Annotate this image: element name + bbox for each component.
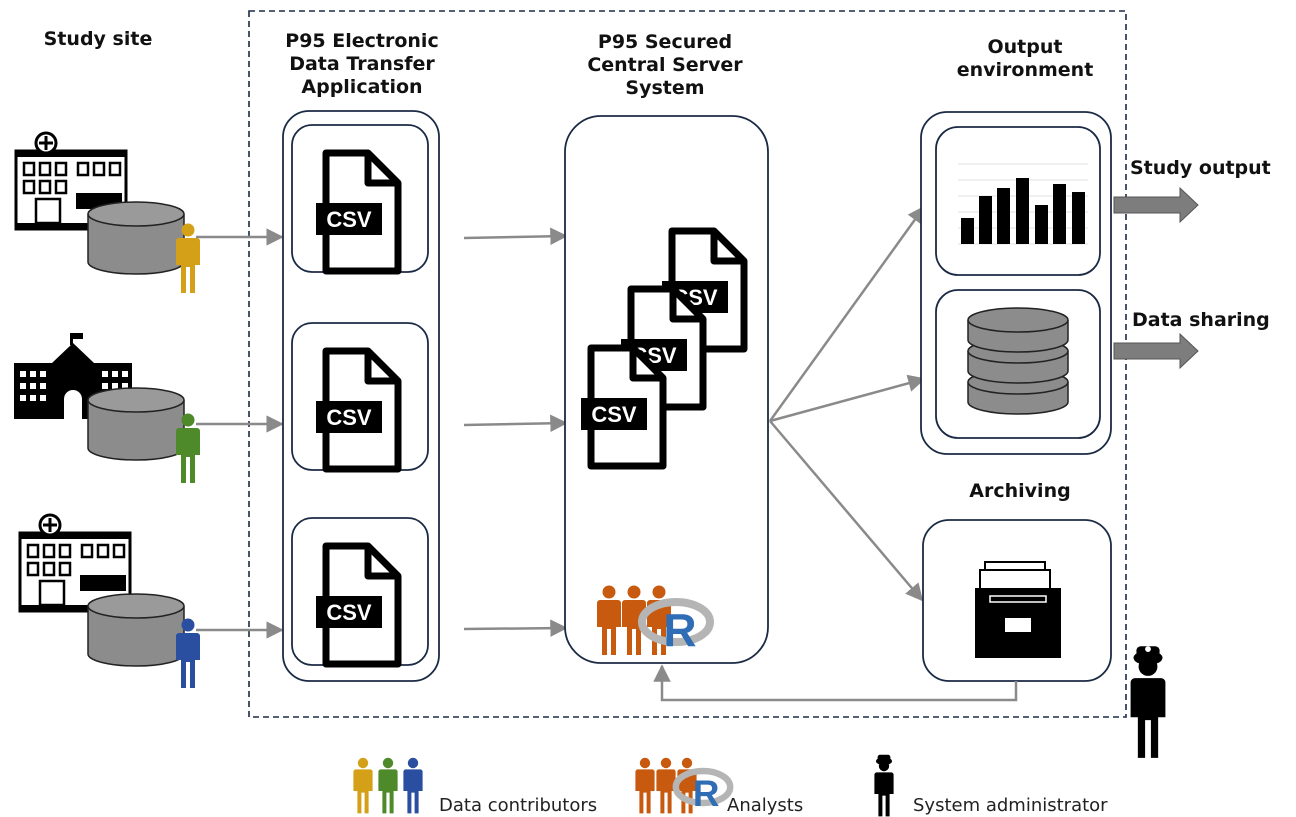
- admin-person-icon: [1130, 646, 1166, 758]
- database-icon: [87, 387, 185, 461]
- arrow: [769, 374, 926, 423]
- output-environment-heading: Output environment: [956, 36, 1094, 81]
- archive-return-arrow: [653, 664, 1018, 702]
- data-sharing-arrow: [1113, 332, 1199, 370]
- database-icon: [967, 307, 1069, 415]
- bar-chart-icon: [958, 163, 1088, 245]
- transfer-app-heading: P95 Electronic Data Transfer Application: [285, 30, 439, 98]
- legend-admin-label: System administrator: [913, 795, 1108, 816]
- csv-file-icon: [316, 546, 398, 664]
- csv-file-icon: [316, 153, 398, 271]
- legend-admin-icon: [874, 754, 894, 817]
- legend-analysts-icon: [635, 757, 730, 814]
- legend-contributors-label: Data contributors: [439, 795, 598, 816]
- csv-file-icon: [316, 351, 398, 469]
- study-site-heading: Study site: [43, 28, 153, 50]
- arrow: [463, 414, 568, 433]
- database-icon: [87, 201, 185, 275]
- data-sharing-label: Data sharing: [1132, 309, 1270, 331]
- legend-contributors-icon: [353, 757, 423, 814]
- secure-environment-boundary: [248, 10, 1127, 718]
- csv-file-icon: [581, 348, 663, 466]
- central-server-heading: P95 Secured Central Server System: [587, 31, 743, 99]
- archiving-heading: Archiving: [969, 480, 1071, 502]
- study-output-label: Study output: [1130, 157, 1271, 179]
- file-cabinet-icon: [975, 561, 1061, 658]
- study-output-arrow: [1113, 186, 1199, 224]
- legend-analysts-label: Analysts: [727, 795, 804, 816]
- arrow: [769, 420, 924, 602]
- database-icon: [87, 593, 185, 667]
- arrow: [463, 227, 568, 246]
- arrow: [768, 205, 926, 422]
- arrow: [463, 619, 568, 637]
